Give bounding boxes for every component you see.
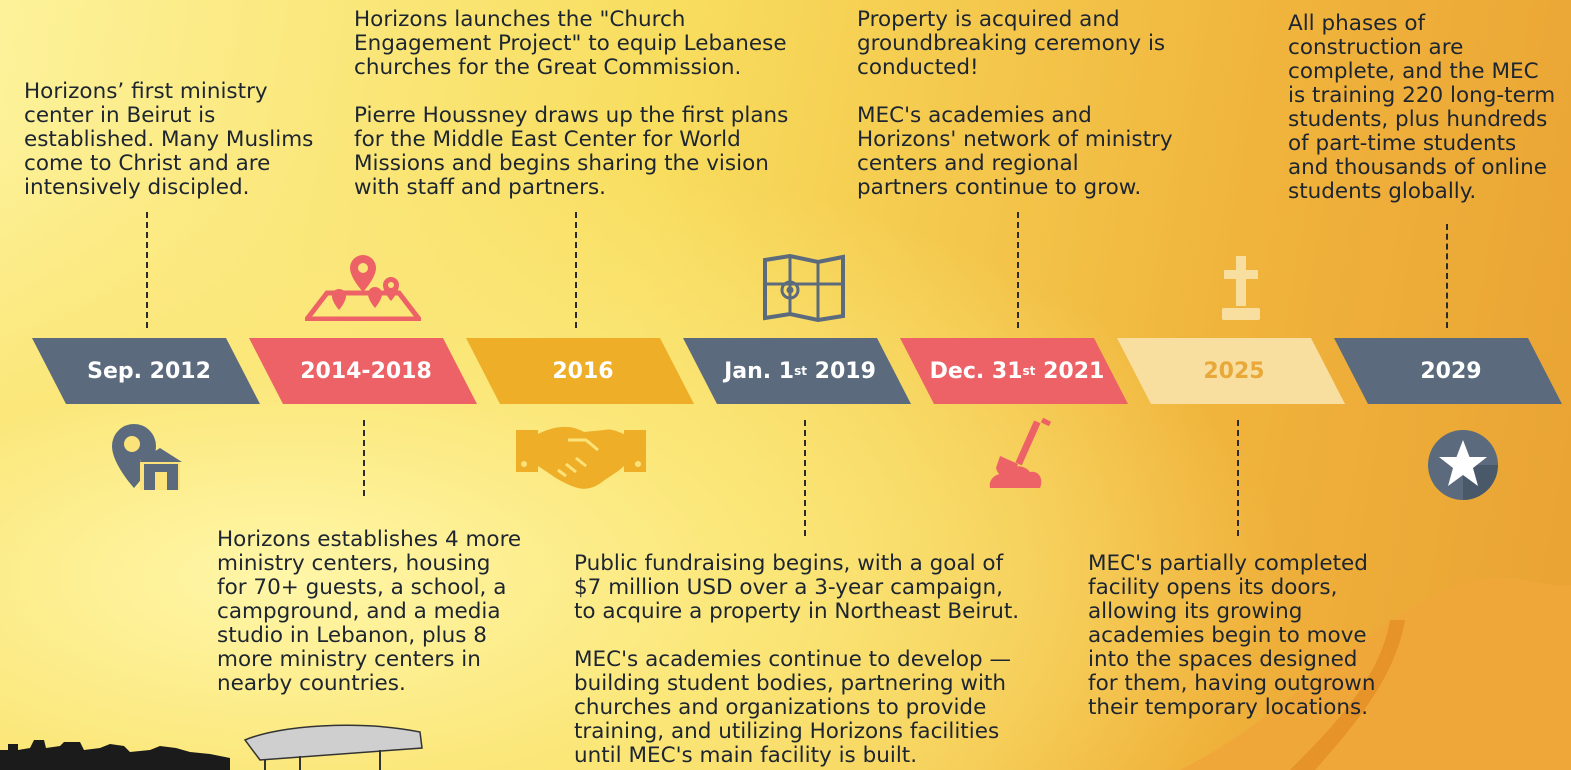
timeline-label-2014-2018: 2014-2018 bbox=[300, 358, 432, 384]
timeline-label-dec2021-sup: st bbox=[1022, 364, 1036, 378]
segment-shape-2025 bbox=[1117, 338, 1345, 404]
connector-2016-top bbox=[575, 212, 577, 328]
timeline-label-2029: 2029 bbox=[1420, 358, 1482, 384]
timeline-label-2025: 2025 bbox=[1203, 358, 1265, 384]
cross-icon bbox=[1222, 256, 1260, 320]
shovel-icon bbox=[989, 418, 1052, 488]
event-2016-text: Horizons launches the "Church Engagement… bbox=[354, 7, 789, 200]
segment-shape-sep2012 bbox=[32, 338, 260, 404]
connector-sep2012 bbox=[146, 212, 148, 328]
event-jan2019-text: Public fundraising begins, with a goal o… bbox=[574, 551, 1020, 768]
connector-2029 bbox=[1446, 224, 1448, 328]
event-2025-text: MEC's partially completed facility opens… bbox=[1088, 551, 1376, 720]
event-2029-text: All phases of construction are complete,… bbox=[1288, 11, 1556, 204]
segment-shape-2016 bbox=[466, 338, 694, 404]
event-sep2012-text: Horizons’ first ministry center in Beiru… bbox=[24, 79, 314, 200]
city-silhouette-decoration bbox=[0, 724, 423, 770]
connector-2025 bbox=[1237, 420, 1239, 536]
folded-map-icon bbox=[763, 254, 845, 322]
segment-shape-2029 bbox=[1334, 338, 1562, 404]
segment-shape-dec2021 bbox=[900, 338, 1128, 404]
timeline-label-sep2012: Sep. 2012 bbox=[87, 358, 211, 384]
map-pins-icon bbox=[305, 255, 421, 321]
location-building-icon bbox=[112, 424, 182, 490]
timeline-label-jan2019-main: Jan. 1 bbox=[724, 358, 795, 384]
desert-hill-decoration bbox=[1180, 577, 1571, 770]
timeline-label-dec2021-main: Dec. 31 bbox=[929, 358, 1023, 384]
segment-shape-jan2019 bbox=[683, 338, 911, 404]
connector-jan2019 bbox=[804, 420, 806, 536]
handshake-icon bbox=[516, 426, 646, 489]
event-2014-2018-text: Horizons establishes 4 more ministry cen… bbox=[217, 527, 522, 696]
timeline-label-jan2019-sup: st bbox=[794, 364, 808, 378]
connector-2014-2018 bbox=[363, 420, 365, 496]
segment-shape-2014-2018 bbox=[249, 338, 477, 404]
connector-dec2021 bbox=[1017, 212, 1019, 328]
timeline-label-jan2019-year: 2019 bbox=[807, 358, 876, 384]
timeline-label-2016: 2016 bbox=[552, 358, 614, 384]
event-dec2021-text: Property is acquired and groundbreaking … bbox=[857, 7, 1173, 200]
timeline-label-dec2021-year: 2021 bbox=[1035, 358, 1105, 384]
star-badge-icon bbox=[1428, 430, 1498, 500]
